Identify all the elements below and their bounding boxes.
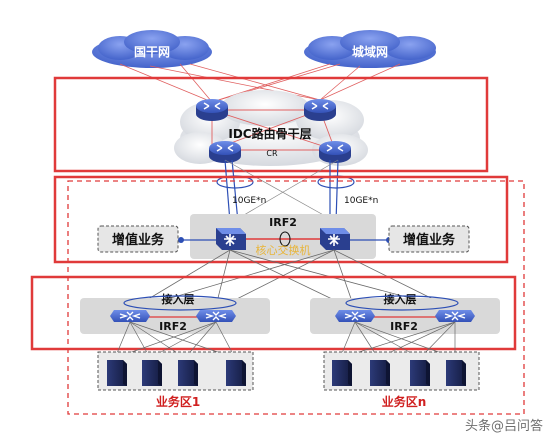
access-left-switch-2-icon (195, 309, 237, 323)
metro-label: 城域网 (352, 44, 388, 59)
access-left-label: 接入层 (162, 292, 195, 306)
server-icon (446, 360, 466, 386)
server-icon (178, 360, 198, 386)
access-right-irf-loop (345, 295, 459, 311)
server-icon (410, 360, 430, 386)
idc-cloud (174, 90, 368, 166)
cr-router-2-icon (303, 98, 337, 122)
data-center-boundary (67, 180, 525, 415)
metro-cloud (304, 30, 436, 68)
core-cross-uplinks (224, 159, 339, 223)
server-icon (332, 360, 352, 386)
access-left-switch-1-icon (109, 309, 151, 323)
zone-left-label: 业务区1 (156, 394, 200, 409)
uplink-left-label: 10GE*n (232, 196, 266, 206)
access-left-irf-label: IRF2 (159, 320, 187, 333)
value-added-right-label: 增值业务 (403, 232, 456, 248)
backbone-cloud (92, 30, 212, 68)
cr-label: CR (266, 149, 278, 158)
core-switch-label: 核心交换机 (256, 243, 311, 257)
zone-right-label: 业务区n (382, 394, 427, 409)
value-added-left-label: 增值业务 (112, 232, 165, 248)
access-right-irf-label: IRF2 (390, 320, 418, 333)
backbone-label: 国干网 (134, 45, 170, 59)
cr-router-4-icon (318, 140, 352, 164)
watermark: 头条@吕问答 (464, 419, 543, 434)
core-layer-frame (53, 175, 509, 264)
core-irf-label: IRF2 (269, 216, 297, 229)
server-icon (370, 360, 390, 386)
cr-router-3-icon (208, 140, 242, 164)
server-icon (142, 360, 162, 386)
access-left-irf-loop (123, 295, 237, 311)
value-added-left-port-icon (178, 237, 184, 243)
core-switch-left-icon (215, 227, 247, 251)
cr-router-1-icon (195, 98, 229, 122)
access-right-label: 接入层 (384, 292, 417, 306)
server-icon (107, 360, 127, 386)
access-right-switch-2-icon (434, 309, 476, 323)
core-irf-loop-icon (279, 231, 291, 247)
idc-label: IDC路由骨干层 (228, 126, 311, 141)
server-icon (226, 360, 246, 386)
value-added-left-box (97, 225, 179, 253)
value-added-right-box (388, 225, 470, 253)
idc-layer-frame (53, 76, 489, 173)
uplink-right-label: 10GE*n (344, 196, 378, 206)
core-switch-right-icon (319, 227, 351, 251)
access-layer-frame (30, 275, 517, 351)
access-right-switch-1-icon (334, 309, 376, 323)
